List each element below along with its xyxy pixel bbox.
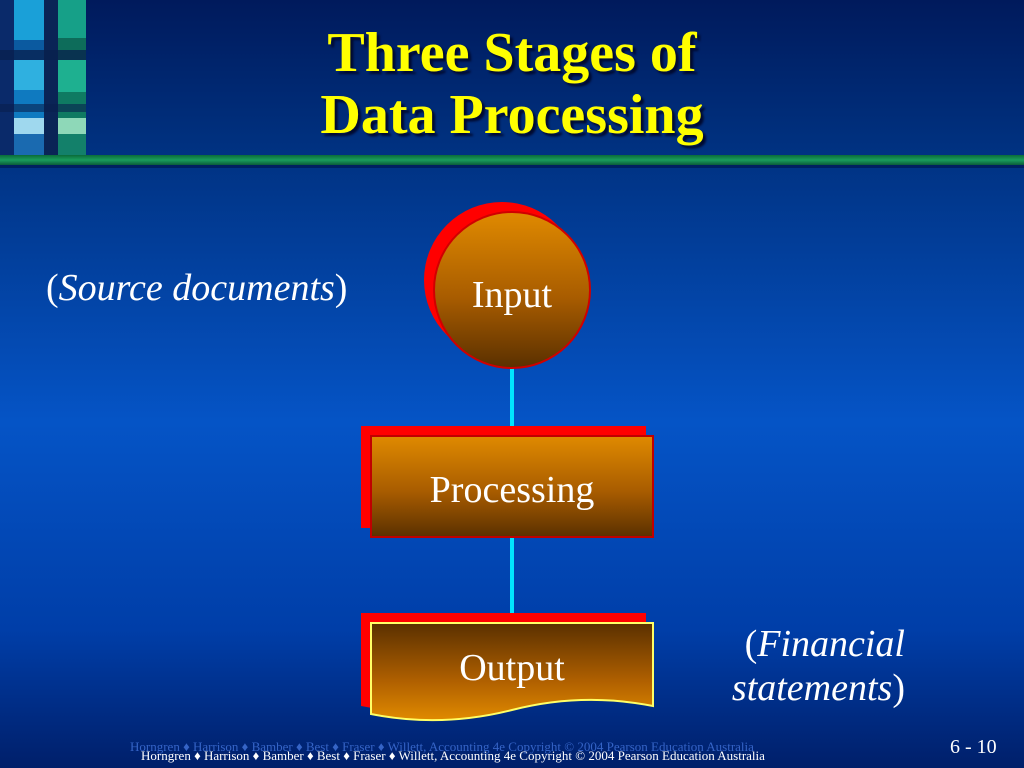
annotation-input-text: Source documents <box>58 267 335 309</box>
input-stage-label: Input <box>472 274 553 316</box>
annotation-output-line-1: (Financial <box>690 622 905 666</box>
title-line-2: Data Processing <box>320 84 704 146</box>
annotation-output-line-2: statements) <box>690 666 905 710</box>
annotation-output-close: ) <box>892 667 905 709</box>
footer-credit: Horngren ♦ Harrison ♦ Bamber ♦ Best ♦ Fr… <box>141 748 765 763</box>
output-stage-document <box>370 622 654 722</box>
footer-ghost-text: Horngren ♦ Harrison ♦ Bamber ♦ Best ♦ Fr… <box>130 739 754 754</box>
processing-stage-box <box>370 435 654 538</box>
title-line-1: Three Stages of <box>327 22 697 84</box>
annotation-output-open: ( <box>744 623 758 665</box>
header-divider <box>0 165 1024 168</box>
annotation-source-documents: (Source documents) <box>46 266 347 310</box>
output-stage: Output <box>361 613 654 722</box>
processing-stage: Processing <box>361 426 654 538</box>
annotation-output-text-1: Financial <box>757 623 905 665</box>
header-band <box>0 155 1024 165</box>
annotation-input-open: ( <box>46 267 59 309</box>
annotation-input-close: ) <box>334 267 348 309</box>
output-stage-label: Output <box>459 647 565 689</box>
decorative-mosaic <box>0 0 86 160</box>
input-stage-circle <box>433 211 591 369</box>
slide-number: 6 - 10 <box>950 736 997 758</box>
processing-stage-label: Processing <box>430 469 595 511</box>
input-stage: Input <box>424 202 591 369</box>
annotation-output-text-2: statements <box>731 667 893 709</box>
slide-title: Three Stages of Data Processing <box>150 22 874 146</box>
annotation-financial-statements: (Financial statements) <box>690 622 905 710</box>
